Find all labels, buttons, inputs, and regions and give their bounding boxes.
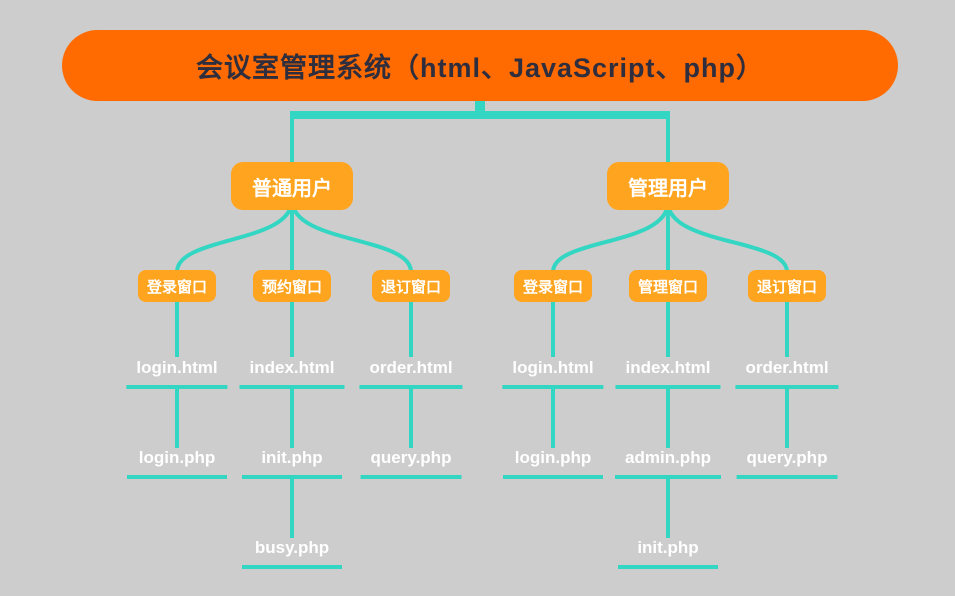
topic-login-window-left[interactable]: 登录窗口 bbox=[137, 270, 217, 302]
topic-normal-user[interactable]: 普通用户 bbox=[231, 162, 353, 210]
topic-login-window-right[interactable]: 登录窗口 bbox=[513, 270, 593, 302]
file-query-php-left[interactable]: query.php bbox=[360, 448, 462, 479]
file-order-html-left[interactable]: order.html bbox=[359, 358, 463, 389]
file-login-php-right[interactable]: login.php bbox=[503, 448, 603, 479]
file-query-php-right[interactable]: query.php bbox=[736, 448, 838, 479]
topic-unsubscribe-window-right[interactable]: 退订窗口 bbox=[747, 270, 827, 302]
file-init-php-left[interactable]: init.php bbox=[242, 448, 342, 479]
topic-booking-window[interactable]: 预约窗口 bbox=[252, 270, 332, 302]
connector-admin-user-to-windows bbox=[551, 201, 789, 273]
file-admin-php[interactable]: admin.php bbox=[615, 448, 721, 479]
connector-html-to-php bbox=[175, 389, 789, 448]
connector-root-to-users bbox=[290, 100, 670, 163]
file-index-html-left[interactable]: index.html bbox=[239, 358, 345, 389]
root-topic[interactable]: 会议室管理系统（html、JavaScript、php） bbox=[62, 30, 898, 101]
topic-admin-user[interactable]: 管理用户 bbox=[607, 162, 729, 210]
file-login-php-left[interactable]: login.php bbox=[127, 448, 227, 479]
connector-normal-user-to-windows bbox=[175, 199, 413, 273]
file-login-html-left[interactable]: login.html bbox=[126, 358, 228, 389]
topic-manage-window[interactable]: 管理窗口 bbox=[628, 270, 708, 302]
file-index-html-right[interactable]: index.html bbox=[615, 358, 721, 389]
topic-unsubscribe-window-left[interactable]: 退订窗口 bbox=[371, 270, 451, 302]
connector-windows-to-html bbox=[175, 296, 789, 357]
file-login-html-right[interactable]: login.html bbox=[502, 358, 604, 389]
file-busy-php[interactable]: busy.php bbox=[242, 538, 342, 569]
file-init-php-sub[interactable]: init.php bbox=[618, 538, 718, 569]
connector-php-to-sub bbox=[290, 478, 670, 538]
file-order-html-right[interactable]: order.html bbox=[735, 358, 839, 389]
